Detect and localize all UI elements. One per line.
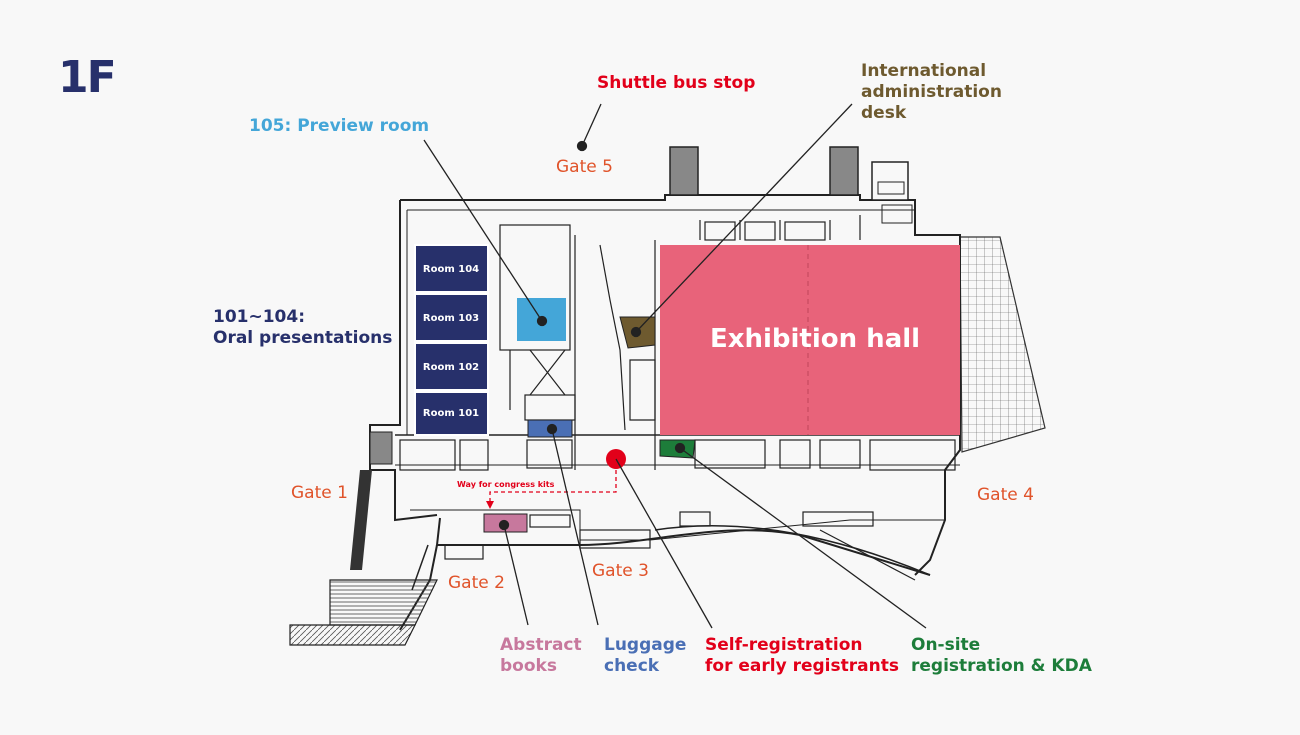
gate-1-label: Gate 1	[291, 483, 348, 503]
south-wall	[435, 517, 931, 576]
gate-4-label: Gate 4	[977, 485, 1034, 505]
gate-3-label: Gate 3	[592, 561, 649, 581]
selfreg-label: Self-registration for early registrants	[705, 635, 899, 677]
onsite-label-line2: registration & KDA	[911, 656, 1092, 676]
room-103	[414, 293, 489, 342]
luggage-label: Luggage check	[604, 635, 686, 677]
exhibition-hall	[660, 245, 960, 435]
oral-label: 101~104: Oral presentations	[213, 307, 392, 349]
selfreg-label-line1: Self-registration	[705, 635, 863, 655]
exhibition-hall-label: Exhibition hall	[710, 324, 920, 354]
admin-label-line2: administration	[861, 82, 1002, 102]
oral-label-line1: 101~104:	[213, 307, 306, 327]
tower-right	[829, 146, 859, 196]
luggage-label-line1: Luggage	[604, 635, 687, 655]
room-104	[414, 244, 489, 293]
abstract-label: Abstract books	[500, 635, 582, 677]
oral-label-line2: Oral presentations	[213, 328, 393, 348]
abstract-label-line2: books	[500, 656, 557, 676]
room-103-label: Room 103	[423, 313, 479, 324]
facade-grid	[959, 236, 1046, 453]
staircase	[329, 579, 438, 626]
ramp	[289, 624, 416, 646]
abstract-label-line1: Abstract	[500, 635, 582, 655]
shuttle-label: Shuttle bus stop	[597, 73, 756, 93]
room-102	[414, 342, 489, 391]
gate-2-label: Gate 2	[448, 573, 505, 593]
admin-label-line3: desk	[861, 103, 907, 123]
way-label: Way for congress kits	[457, 480, 555, 489]
room-104-label: Room 104	[423, 264, 479, 275]
luggage-label-line2: check	[604, 656, 660, 676]
room-101-label: Room 101	[423, 408, 479, 419]
room-101	[414, 391, 489, 436]
preview-label: 105: Preview room	[249, 116, 430, 136]
room-102-label: Room 102	[423, 362, 479, 373]
onsite-label-line1: On-site	[911, 635, 981, 655]
onsite-label: On-site registration & KDA	[911, 635, 1092, 677]
presentation-rooms: Room 104 Room 103 Room 102 Room 101	[414, 244, 489, 436]
admin-label: International administration desk	[861, 61, 1002, 124]
admin-label-line1: International	[861, 61, 987, 81]
selfreg-label-line2: for early registrants	[705, 656, 899, 676]
tower-left	[669, 146, 699, 196]
way-path	[489, 470, 617, 503]
floor-label: 1F	[58, 52, 117, 103]
gate-5-label: Gate 5	[556, 157, 613, 177]
